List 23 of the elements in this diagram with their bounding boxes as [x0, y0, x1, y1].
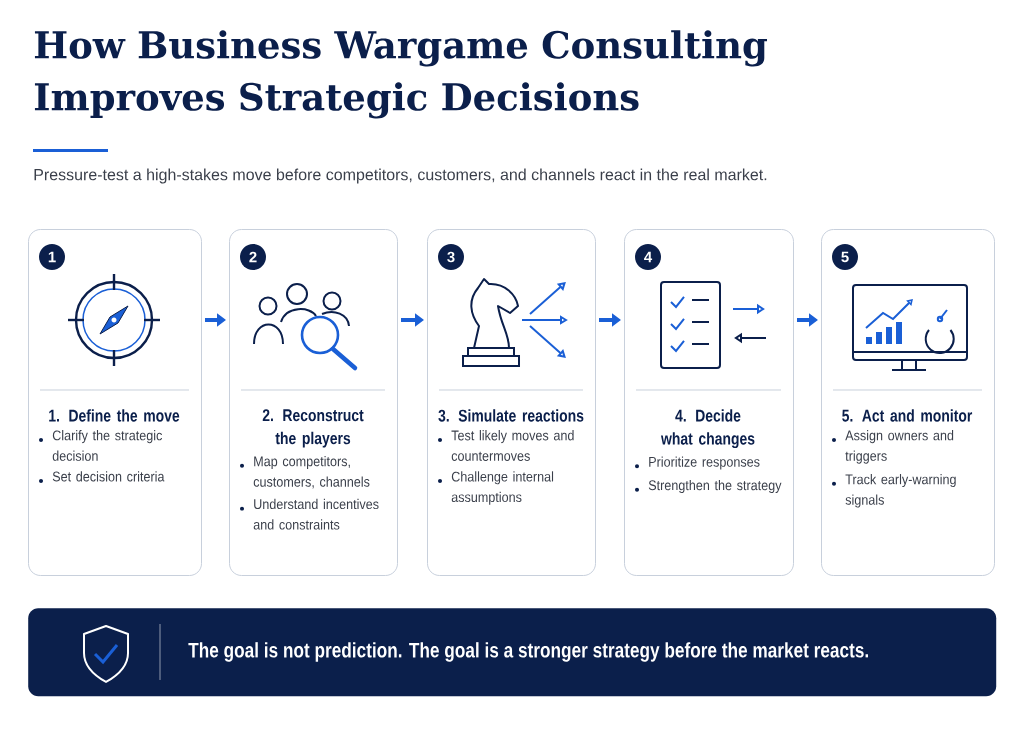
bullet-text: Map competitors, customers, channels	[253, 456, 370, 489]
number-badge: 3	[438, 244, 464, 270]
step-heading: 1. Define the move	[49, 409, 180, 422]
bullet-text: Assign owners and triggers	[845, 430, 954, 464]
bullet-text: Prioritize responses	[649, 456, 760, 470]
number-badge: 2	[240, 244, 266, 270]
number-badge: 5	[832, 244, 858, 270]
step-heading: 3. Simulate reactions	[438, 409, 584, 422]
bullet-text: Understand incentives and constraints	[253, 498, 379, 530]
number-badge: 1	[39, 244, 65, 270]
bullet-text: Challenge internal assumptions	[451, 471, 554, 505]
step-heading: 2. Reconstruct the players	[262, 409, 364, 448]
step-heading: 5. Act and monitor	[842, 409, 973, 422]
number-badge: 4	[635, 244, 661, 270]
bullet-text: Clarify the strategic decision	[52, 430, 162, 461]
subtitle: Pressure-test a high-stakes move before competitors, customers, and channels react in the real market.	[34, 168, 767, 184]
bullet-text: Test likely moves and countermoves	[451, 430, 574, 461]
bullet-text: Set decision criteria	[52, 471, 165, 482]
title: How Business Wargame Consulting Improves Strategic Decisions	[34, 30, 767, 119]
bullet-text: Track early-warning signals	[845, 474, 956, 508]
bullet-text: Strengthen the strategy	[648, 479, 782, 493]
step-heading: 4. Decide what changes	[660, 409, 755, 449]
banner-text: The goal is not prediction. The goal is a stronger strategy before the market reacts.	[188, 642, 868, 662]
